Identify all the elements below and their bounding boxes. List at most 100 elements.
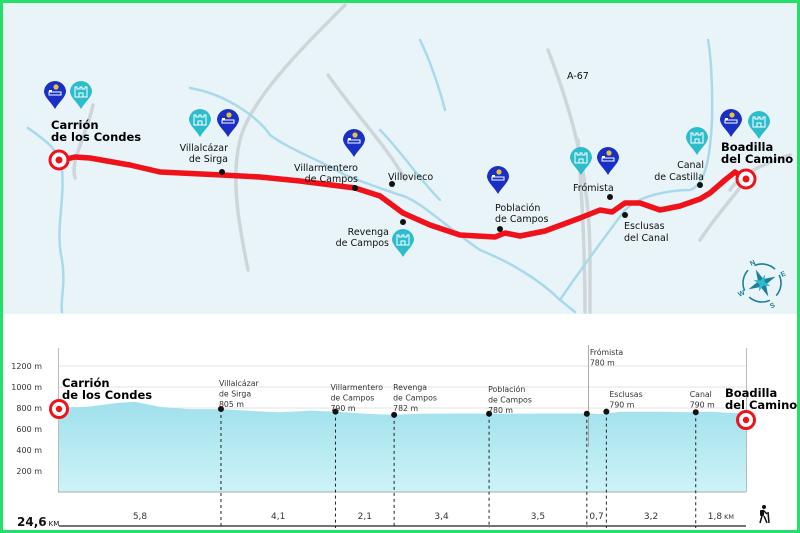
waypoint-label: 780 m (488, 406, 513, 415)
monument-pin-icon[interactable] (392, 229, 414, 257)
place-dot-fromista (607, 194, 613, 200)
waypoint-label: de Sirga (219, 390, 251, 399)
place-dot-esclusas (622, 212, 628, 218)
y-tick-label: 400 m (16, 446, 42, 455)
place-label: de Sirga (189, 154, 228, 165)
monument-pin-icon[interactable] (189, 109, 211, 137)
waypoint-dot (217, 406, 224, 413)
hostel-pin-icon[interactable] (44, 81, 66, 109)
waypoint-label: Revenga (393, 383, 427, 392)
profile-start-marker (49, 399, 69, 419)
compass-s: S (769, 302, 776, 310)
waypoint-label: Población (488, 385, 525, 394)
monument-pin-icon[interactable] (686, 127, 708, 155)
profile-end-marker (736, 410, 756, 430)
y-tick-label: 800 m (16, 404, 42, 413)
monument-pin-icon[interactable] (70, 81, 92, 109)
segment-distance: 3,2 (644, 512, 658, 522)
waypoint-label: 790 m (330, 404, 355, 413)
profile-start-label-line2: de los Condes (62, 388, 152, 402)
total-distance-value: 24,6 (17, 515, 47, 529)
map-place-dots (219, 169, 703, 232)
start-label-line2: de los Condes (51, 130, 141, 144)
waypoint-dot (486, 410, 493, 417)
monument-pin-icon[interactable] (748, 111, 770, 139)
canal-de-castilla (558, 38, 714, 302)
map-background (0, 0, 800, 314)
segment-distance: 5,8 (133, 512, 148, 522)
place-dot-canal (697, 182, 703, 188)
y-tick-label: 1000 m (11, 383, 42, 392)
segment-distance: 4,1 (271, 512, 285, 522)
hiker-icon (759, 505, 770, 524)
place-dot-villarmentero (352, 185, 358, 191)
place-dot-villalcazar (219, 169, 225, 175)
place-dot-revenga (400, 219, 406, 225)
y-tick-label: 200 m (16, 467, 42, 476)
waypoint-label: 790 m (609, 401, 634, 410)
waypoint-dot (603, 408, 610, 415)
y-tick-label: 1200 m (11, 362, 42, 371)
end-label-line2: del Camino (721, 152, 793, 166)
hostel-pin-icon[interactable] (597, 147, 619, 175)
road (326, 73, 407, 182)
waypoint-label: Esclusas (609, 390, 642, 399)
end-marker[interactable] (735, 168, 757, 190)
waypoint-dot (692, 409, 699, 416)
segment-unit: KM (724, 513, 734, 521)
rivers (26, 38, 714, 314)
road-label-a67: A-67 (567, 71, 589, 82)
place-label: Frómista (573, 183, 614, 194)
waypoint-label: 805 m (219, 400, 244, 409)
profile-start-label-line1: Carrión (62, 376, 110, 390)
profile-end-label-line1: Boadilla (725, 386, 777, 400)
place-label: Villalcázar (180, 143, 229, 154)
place-label: Canal (677, 160, 704, 171)
river-carrion (26, 126, 65, 314)
place-label: Revenga (348, 227, 389, 238)
place-label: Población (495, 203, 540, 214)
place-label: Esclusas (624, 221, 665, 232)
place-dot-poblacion (497, 226, 503, 232)
road (234, 3, 347, 272)
profile-end-label-line2: del Camino (725, 398, 797, 412)
waypoint-label: 780 m (590, 359, 615, 368)
place-label: de Castilla (654, 172, 704, 183)
elevation-profile-area (59, 401, 746, 492)
start-marker[interactable] (48, 149, 70, 171)
hostel-pin-icon[interactable] (343, 129, 365, 157)
waypoint-label: 790 m (690, 401, 715, 410)
compass-e: E (780, 270, 787, 278)
route-line (59, 154, 745, 240)
place-label: Villovieco (388, 172, 433, 183)
map-pins (44, 81, 770, 257)
waypoint-label: Villalcázar (219, 379, 260, 388)
waypoint-label: Canal (690, 390, 712, 399)
road (728, 153, 792, 192)
road (72, 103, 95, 180)
waypoint-dot (583, 410, 590, 417)
hostel-pin-icon[interactable] (487, 166, 509, 194)
segment-distance: 2,1 (358, 512, 372, 522)
hostel-pin-icon[interactable] (217, 109, 239, 137)
waypoint-label: de Campos (488, 396, 532, 405)
segment-distance: 0,7 (589, 512, 603, 522)
monument-pin-icon[interactable] (570, 147, 592, 175)
waypoint-label: 782 m (393, 404, 418, 413)
end-label-line1: Boadilla (721, 140, 773, 154)
compass-n: N (749, 259, 757, 267)
waypoint-label: Frómista (590, 348, 624, 357)
place-label: del Canal (624, 233, 668, 244)
river (378, 128, 442, 202)
hostel-pin-icon[interactable] (720, 109, 742, 137)
place-label: Villarmentero (294, 163, 358, 174)
waypoint-label: de Campos (393, 394, 437, 403)
waypoint-label: de Campos (330, 394, 374, 403)
total-distance-unit: KM (49, 520, 60, 528)
